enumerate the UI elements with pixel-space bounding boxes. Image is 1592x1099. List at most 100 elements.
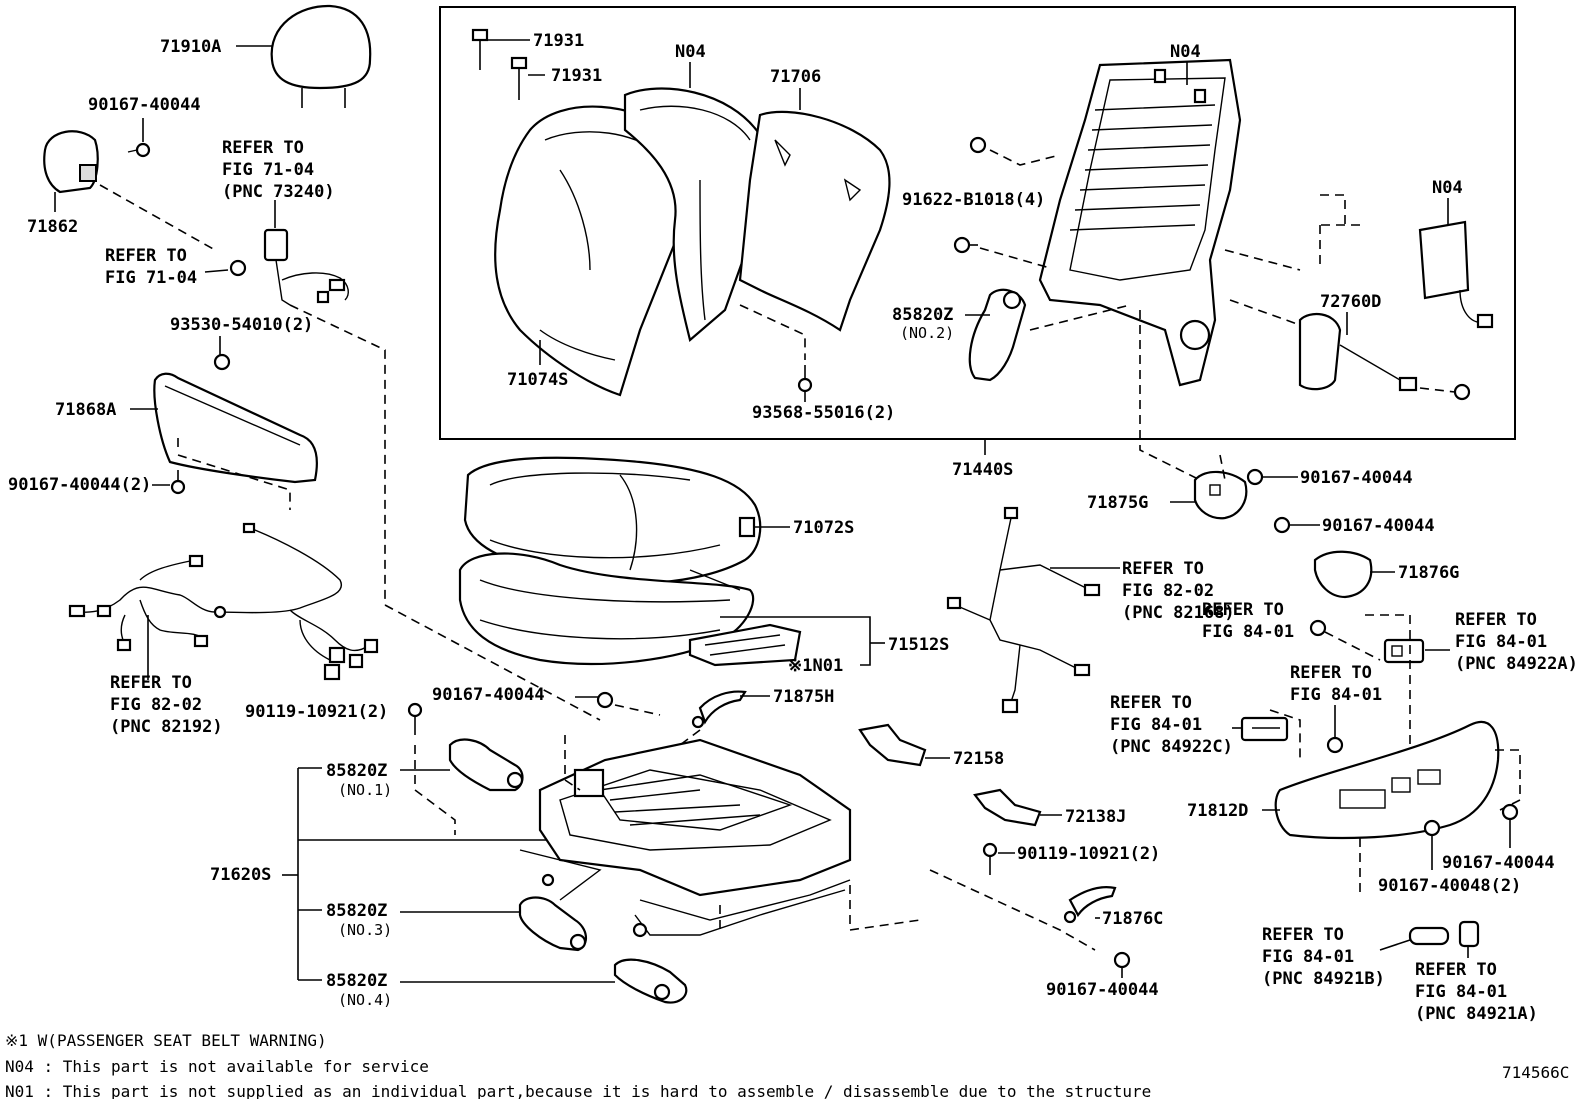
refer-fig-84-01d-line3: (PNC 84922C) bbox=[1110, 737, 1233, 757]
refer-fig-82-02b-line1: REFER TO bbox=[1122, 559, 1204, 579]
clip-icon bbox=[1246, 468, 1264, 486]
refer-fig-84-01f-line3: (PNC 84921A) bbox=[1415, 1004, 1538, 1024]
clip-icon bbox=[1501, 803, 1519, 821]
refer-fig-82-02-line1: REFER TO bbox=[110, 673, 192, 693]
label-90167-40048: 90167-40048(2) bbox=[1378, 876, 1521, 896]
knob-84921A-illustration bbox=[1458, 920, 1480, 948]
label-71875H: 71875H bbox=[773, 687, 834, 707]
seatback-pad-illustration bbox=[623, 87, 767, 342]
label-72158: 72158 bbox=[953, 749, 1004, 769]
bracket-71875H-illustration bbox=[691, 690, 747, 729]
label-90167-40044-2: 90167-40044(2) bbox=[8, 475, 151, 495]
cover-71875G-illustration bbox=[1193, 470, 1248, 520]
refer-fig-84-01a-line1: REFER TO bbox=[1202, 600, 1284, 620]
label-1N01: ※1N01 bbox=[788, 656, 843, 676]
label-90167-40044-bot: 90167-40044 bbox=[1046, 980, 1159, 1000]
label-90167-40044-r1: 90167-40044 bbox=[1300, 468, 1413, 488]
refer-fig-71-04-line3: (PNC 73240) bbox=[222, 182, 335, 202]
clip-icon bbox=[127, 142, 151, 158]
label-71910A: 71910A bbox=[160, 37, 221, 57]
label-93530: 93530-54010(2) bbox=[170, 315, 313, 335]
recliner-illustration bbox=[1298, 312, 1471, 401]
label-71620S: 71620S bbox=[210, 865, 271, 885]
label-N04-a: N04 bbox=[675, 42, 706, 62]
bolt-icon bbox=[407, 702, 423, 735]
refer-fig-84-01c-line1: REFER TO bbox=[1290, 663, 1372, 683]
figure-id: 714566C bbox=[1502, 1063, 1569, 1082]
label-N04-b: N04 bbox=[1170, 42, 1201, 62]
seatback-frame-illustration bbox=[1038, 58, 1242, 387]
label-71868A: 71868A bbox=[55, 400, 116, 420]
label-71876G: 71876G bbox=[1398, 563, 1459, 583]
clip-icon bbox=[1113, 951, 1131, 969]
cover-71876G-illustration bbox=[1313, 550, 1373, 599]
seat-adjuster-frame-illustration bbox=[519, 738, 852, 938]
refer-fig-82-02b-line3: (PNC 82168) bbox=[1122, 603, 1235, 623]
screw-icon bbox=[797, 365, 813, 393]
refer-fig-84-01b-line2: FIG 84-01 bbox=[1455, 632, 1547, 652]
label-85820Z-no3: 85820Z bbox=[326, 901, 387, 921]
screw-icon bbox=[170, 470, 186, 495]
label-71876C: 71876C bbox=[1102, 909, 1163, 929]
cover-72158-illustration bbox=[858, 723, 927, 767]
bolt-icon bbox=[982, 842, 998, 875]
seat-side-shield-71812D-illustration bbox=[1274, 720, 1500, 840]
refer-fig-84-01e-line2: FIG 84-01 bbox=[1262, 947, 1354, 967]
note-3: N01 : This part is not supplied as an in… bbox=[5, 1082, 1151, 1099]
refer-fig-71-04b-line1: REFER TO bbox=[105, 246, 187, 266]
label-85820Z-no2: 85820Z bbox=[892, 305, 953, 325]
label-90167-40044-r2: 90167-40044 bbox=[1322, 516, 1435, 536]
label-71512S: 71512S bbox=[888, 635, 949, 655]
clip-icon bbox=[1273, 516, 1291, 534]
note-2: N04 : This part is not available for ser… bbox=[5, 1057, 429, 1076]
motor-no3-illustration bbox=[518, 896, 587, 952]
label-90167-40044-r3: 90167-40044 bbox=[1442, 853, 1555, 873]
clip-71931-b bbox=[510, 56, 528, 100]
label-90167-40044-top: 90167-40044 bbox=[88, 95, 201, 115]
refer-fig-84-01c-line2: FIG 84-01 bbox=[1290, 685, 1382, 705]
clip-71931-a bbox=[471, 28, 489, 70]
label-85820Z-no3-sub: (NO.3) bbox=[338, 921, 392, 939]
bracket-71876C-illustration bbox=[1063, 886, 1117, 924]
side-airbag-illustration bbox=[1418, 220, 1494, 329]
label-90119-b: 90119-10921(2) bbox=[1017, 844, 1160, 864]
screw-icon bbox=[1423, 819, 1441, 837]
label-71072S: 71072S bbox=[793, 518, 854, 538]
headrest-support-illustration bbox=[43, 130, 99, 194]
seat-cushion-pad-illustration bbox=[458, 552, 755, 666]
refer-fig-84-01d-line1: REFER TO bbox=[1110, 693, 1192, 713]
screw-icon bbox=[1326, 736, 1344, 754]
label-71931-a: 71931 bbox=[533, 31, 584, 51]
label-71862: 71862 bbox=[27, 217, 78, 237]
knob-84921B-illustration bbox=[1408, 926, 1450, 946]
seat-wire-harness-left bbox=[68, 522, 379, 681]
seatback-board-illustration bbox=[738, 110, 891, 332]
headrest-illustration bbox=[270, 4, 372, 108]
refer-fig-71-04-line1: REFER TO bbox=[222, 138, 304, 158]
occupant-sensor-mat-illustration bbox=[688, 623, 802, 667]
label-93568: 93568-55016(2) bbox=[752, 403, 895, 423]
label-71706: 71706 bbox=[770, 67, 821, 87]
refer-fig-84-01b-line3: (PNC 84922A) bbox=[1455, 654, 1578, 674]
label-85820Z-no1-sub: (NO.1) bbox=[338, 781, 392, 799]
bolt-icon bbox=[953, 236, 978, 254]
label-72138J: 72138J bbox=[1065, 807, 1126, 827]
seatback-assembly-box bbox=[439, 6, 1516, 440]
label-71074S: 71074S bbox=[507, 370, 568, 390]
motor-no4-illustration bbox=[613, 958, 688, 1004]
motor-no1-illustration bbox=[448, 738, 524, 792]
clip-icon bbox=[1309, 619, 1327, 637]
seat-side-cover-71868A bbox=[153, 372, 318, 484]
label-85820Z-no4: 85820Z bbox=[326, 971, 387, 991]
refer-fig-84-01b-line1: REFER TO bbox=[1455, 610, 1537, 630]
refer-fig-82-02-line3: (PNC 82192) bbox=[110, 717, 223, 737]
label-72760D: 72760D bbox=[1320, 292, 1381, 312]
label-71812D: 71812D bbox=[1187, 801, 1248, 821]
refer-fig-84-01e-line3: (PNC 84921B) bbox=[1262, 969, 1385, 989]
seat-switch-84922C-illustration bbox=[1240, 716, 1289, 742]
label-71440S: 71440S bbox=[952, 460, 1013, 480]
seat-wire-harness-center bbox=[946, 506, 1101, 714]
label-85820Z-no2-sub: (NO.2) bbox=[900, 324, 954, 342]
seatbelt-buckle-illustration bbox=[263, 228, 349, 306]
